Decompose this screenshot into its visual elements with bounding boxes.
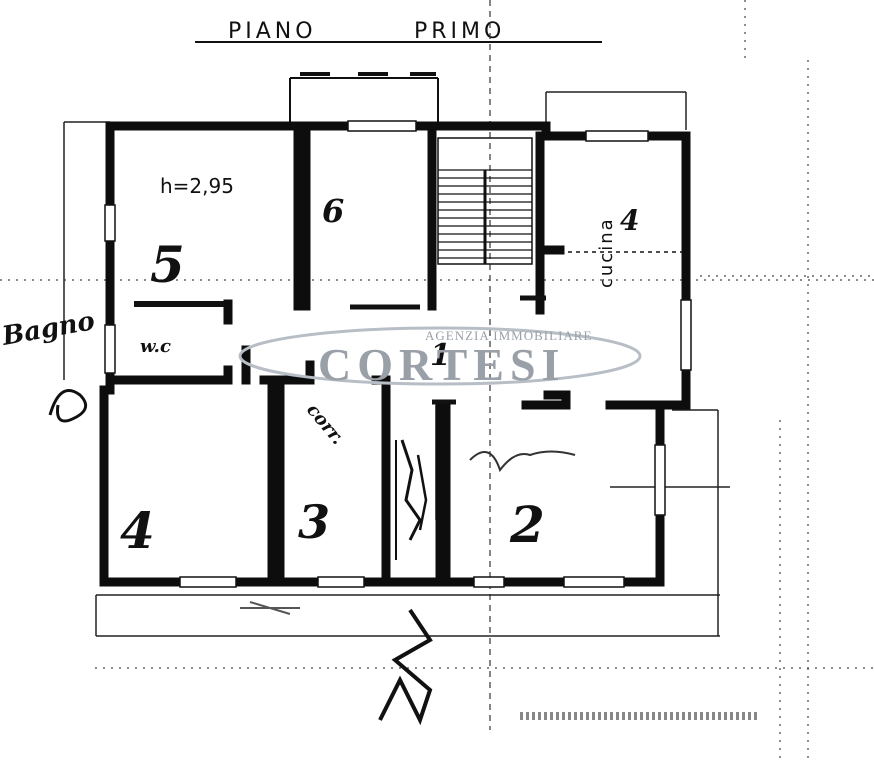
- title-primo: PRIMO: [414, 19, 505, 44]
- hall-label: 1: [430, 338, 451, 373]
- wc-label: w.c: [140, 336, 171, 357]
- title-piano: PIANO: [228, 19, 317, 44]
- bagno-label: Bagno: [0, 306, 97, 352]
- kitchen-label: cucina: [596, 217, 617, 288]
- watermark-main: CORTESI: [318, 339, 565, 390]
- interior-walls: [105, 125, 691, 583]
- height-note: h=2,95: [160, 174, 234, 198]
- watermark: AGENZIA IMMOBILIARE CORTESI: [238, 326, 642, 390]
- windows: [104, 120, 692, 588]
- door-marks: [395, 399, 456, 560]
- room-5-label: 5: [150, 235, 185, 294]
- corridor-label: corr.: [302, 400, 348, 449]
- room-3-label: 3: [298, 495, 330, 549]
- room-6-label: 6: [322, 192, 344, 230]
- staircase: [437, 137, 533, 265]
- kitchen-number: 4: [620, 204, 639, 237]
- watermark-top: AGENZIA IMMOBILIARE: [425, 328, 592, 343]
- room-4-label: 4: [120, 501, 155, 560]
- handwritten-scribbles: [48, 389, 760, 726]
- balcony-top: [289, 72, 439, 122]
- room-2-label: 2: [509, 495, 545, 554]
